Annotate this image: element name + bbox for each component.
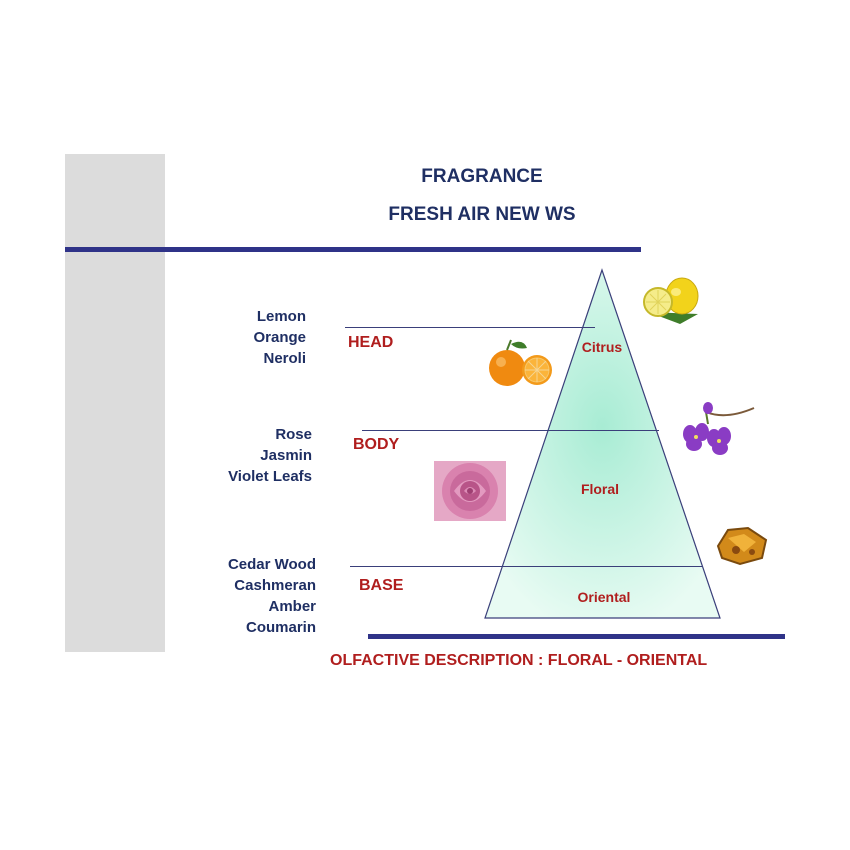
- lemon-image: [643, 277, 699, 324]
- title-line-2: FRESH AIR NEW WS: [388, 204, 576, 225]
- pyramid-shape: [484, 268, 721, 619]
- olfactive-description: OLFACTIVE DESCRIPTION : FLORAL - ORIENTA…: [330, 652, 708, 669]
- note-item: Rose: [275, 426, 312, 443]
- note-item: Amber: [268, 598, 316, 615]
- family-label-citrus: Citrus: [581, 339, 623, 355]
- violet-image: [683, 402, 755, 455]
- title-line-1: FRAGRANCE: [421, 166, 543, 187]
- head-notes: Lemon Orange Neroli: [106, 306, 306, 369]
- sidebar-panel: [65, 154, 165, 652]
- orange-image: [489, 339, 552, 386]
- family-label-floral: Floral: [580, 481, 620, 497]
- base-notes: Cedar Wood Cashmeran Amber Coumarin: [116, 554, 316, 638]
- note-item: Jasmin: [260, 447, 312, 464]
- family-label-oriental: Oriental: [577, 589, 631, 605]
- header-divider: [65, 247, 641, 252]
- tier-label-head: HEAD: [348, 334, 394, 351]
- note-item: Neroli: [263, 350, 306, 367]
- tier-label-body: BODY: [353, 436, 400, 453]
- note-item: Lemon: [256, 308, 306, 325]
- note-item: Cashmeran: [234, 577, 316, 594]
- note-item: Orange: [253, 329, 306, 346]
- note-item: Cedar Wood: [227, 556, 316, 573]
- head-divider-line: [345, 327, 595, 328]
- amber-image: [716, 526, 768, 566]
- base-divider-line: [350, 566, 702, 567]
- body-divider-line: [362, 430, 659, 431]
- tier-label-base: BASE: [359, 577, 404, 594]
- note-item: Coumarin: [245, 619, 316, 636]
- note-item: Violet Leafs: [228, 468, 312, 485]
- body-notes: Rose Jasmin Violet Leafs: [112, 424, 312, 487]
- rose-image: [434, 461, 506, 521]
- footer-divider: [368, 634, 785, 639]
